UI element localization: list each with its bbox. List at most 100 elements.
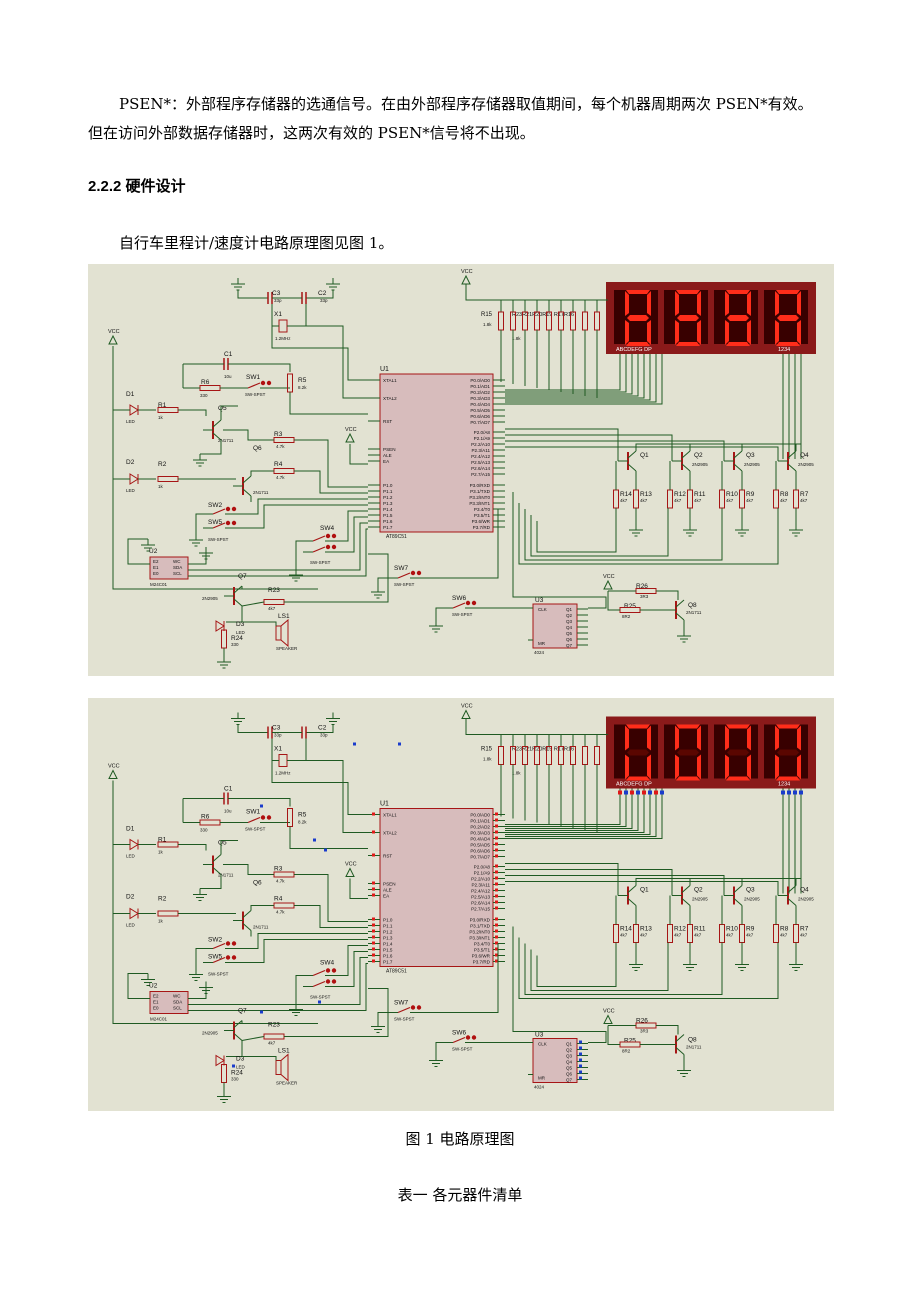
q5-part: 2N1711	[218, 873, 234, 878]
u1-pin-label: P0.7/AD7	[470, 420, 490, 425]
q1-transistor	[627, 898, 637, 906]
u3-pin-label: MR	[538, 641, 546, 646]
pin-state-marker	[579, 1076, 582, 1080]
u1-pin-label: P2.0/A8	[474, 430, 491, 435]
wire	[200, 874, 222, 889]
segment-e	[625, 754, 629, 780]
q4-transistor	[787, 898, 797, 906]
r26-value: 3R3	[640, 594, 649, 599]
q5-transistor	[212, 419, 222, 428]
segment-g	[627, 749, 649, 756]
r4-label: R4	[274, 461, 283, 468]
u1-pin-label: P2.6/A14	[471, 466, 490, 471]
wire	[607, 1025, 620, 1045]
u3-pin-label: Q3	[566, 1054, 573, 1059]
u3-pin-label: Q3	[566, 619, 573, 624]
pin-state-marker	[372, 917, 375, 921]
resistor-label: R12	[674, 491, 686, 498]
schematic-svg-bottom: U1AT89C51XTAL1XTAL2RSTPSENALEEAP1.0P1.1P…	[88, 698, 834, 1111]
wire	[188, 528, 368, 577]
u1-pin-label: P0.0/AD0	[470, 378, 490, 383]
pin-state-marker	[372, 853, 375, 857]
wire	[294, 439, 368, 488]
sw5-part: SW-SPST	[310, 995, 331, 1000]
wire	[289, 392, 368, 415]
sw2-label: SW2	[208, 937, 222, 944]
q2-transistor	[681, 463, 691, 472]
sw2-switch	[225, 506, 231, 512]
u1-pin-label: P1.7	[383, 525, 393, 530]
u3-pin-label: Q7	[566, 643, 573, 648]
paragraph-psen: PSEN*：外部程序存储器的选通信号。在由外部程序存储器取值期间，每个机器周期两…	[88, 90, 838, 148]
u1-pin-label: P1.2	[383, 495, 393, 500]
wire	[188, 963, 368, 1011]
u1-pin-label: P2.3/A11	[471, 448, 490, 453]
wire	[505, 354, 645, 399]
q5-transistor	[212, 854, 222, 862]
u1-pin-label: P0.1/AD1	[470, 384, 490, 389]
r1-value: 1k	[158, 850, 164, 855]
wire	[377, 577, 388, 586]
pin-state-marker	[579, 1064, 582, 1068]
q6-label: Q6	[253, 880, 262, 887]
q7-part: 2N2905	[202, 1031, 218, 1036]
q3-transistor	[733, 463, 743, 472]
resistor-label: R14	[620, 926, 632, 933]
q2-transistor	[681, 898, 691, 906]
wire	[524, 508, 723, 561]
segment-c	[747, 754, 751, 780]
segment-d	[776, 776, 800, 781]
q7-transistor	[233, 585, 243, 594]
r23-value: 4k7	[268, 1041, 276, 1046]
segment-f	[775, 725, 779, 751]
pin-state-marker	[642, 790, 646, 795]
wire	[518, 503, 779, 565]
u1-pin-label: EA	[383, 894, 390, 899]
wire	[741, 878, 795, 886]
table-caption: 表一 各元器件清单	[397, 1186, 523, 1204]
u1-pin-label: P3.4/T0	[474, 942, 491, 947]
sw6-switch	[452, 602, 466, 609]
resistor-label: R8	[780, 491, 789, 498]
u1-pin-label: P1.2	[383, 930, 393, 935]
u1-pin-label: P0.4/AD4	[470, 837, 490, 842]
u1-pin-label: P1.3	[383, 501, 393, 506]
d1-label: D1	[126, 826, 135, 833]
sw4-switch	[312, 535, 326, 542]
segment-f	[725, 291, 729, 316]
wire	[242, 1056, 277, 1061]
u1-pin-label: P3.6/WR	[472, 519, 491, 524]
r26-label: R26	[636, 1018, 648, 1025]
u2-pin-label: E2	[153, 994, 159, 999]
display-digit-labels: 1234	[778, 347, 790, 353]
segment-c	[797, 754, 801, 780]
u3-pin-label: Q5	[566, 631, 573, 636]
segment-a	[676, 724, 700, 729]
u3-pin-label: Q1	[566, 1042, 573, 1047]
u1-pin-label: P1.7	[383, 960, 393, 965]
sw1-switch	[247, 816, 261, 824]
q2-transistor	[681, 885, 691, 893]
resistor-value: 4k7	[726, 933, 734, 938]
resistor-label: R13	[640, 926, 652, 933]
resistor-value: 4k7	[640, 933, 648, 938]
wire	[505, 788, 651, 835]
u2-pin-label: SDA	[173, 1000, 182, 1005]
u1-pin-label: P1.1	[383, 489, 393, 494]
d3-part: LED	[236, 630, 246, 635]
resistor-label: R7	[800, 491, 809, 498]
u1-pin-label: P2.7/A15	[471, 907, 490, 912]
q1-transistor	[627, 885, 637, 893]
q4-label: Q4	[800, 452, 809, 459]
u1-pin-label: P2.4/A12	[471, 454, 490, 459]
pin-state-marker	[495, 929, 498, 933]
wire	[200, 440, 222, 455]
resistor-value: 4k7	[780, 933, 788, 938]
pin-state-marker	[579, 1070, 582, 1074]
figure-caption: 图 1 电路原理图	[405, 1130, 515, 1148]
segment-b	[647, 291, 651, 316]
wire	[271, 326, 368, 381]
sw7-switch	[397, 572, 411, 579]
wire	[505, 434, 673, 461]
r3-label: R3	[274, 866, 283, 873]
